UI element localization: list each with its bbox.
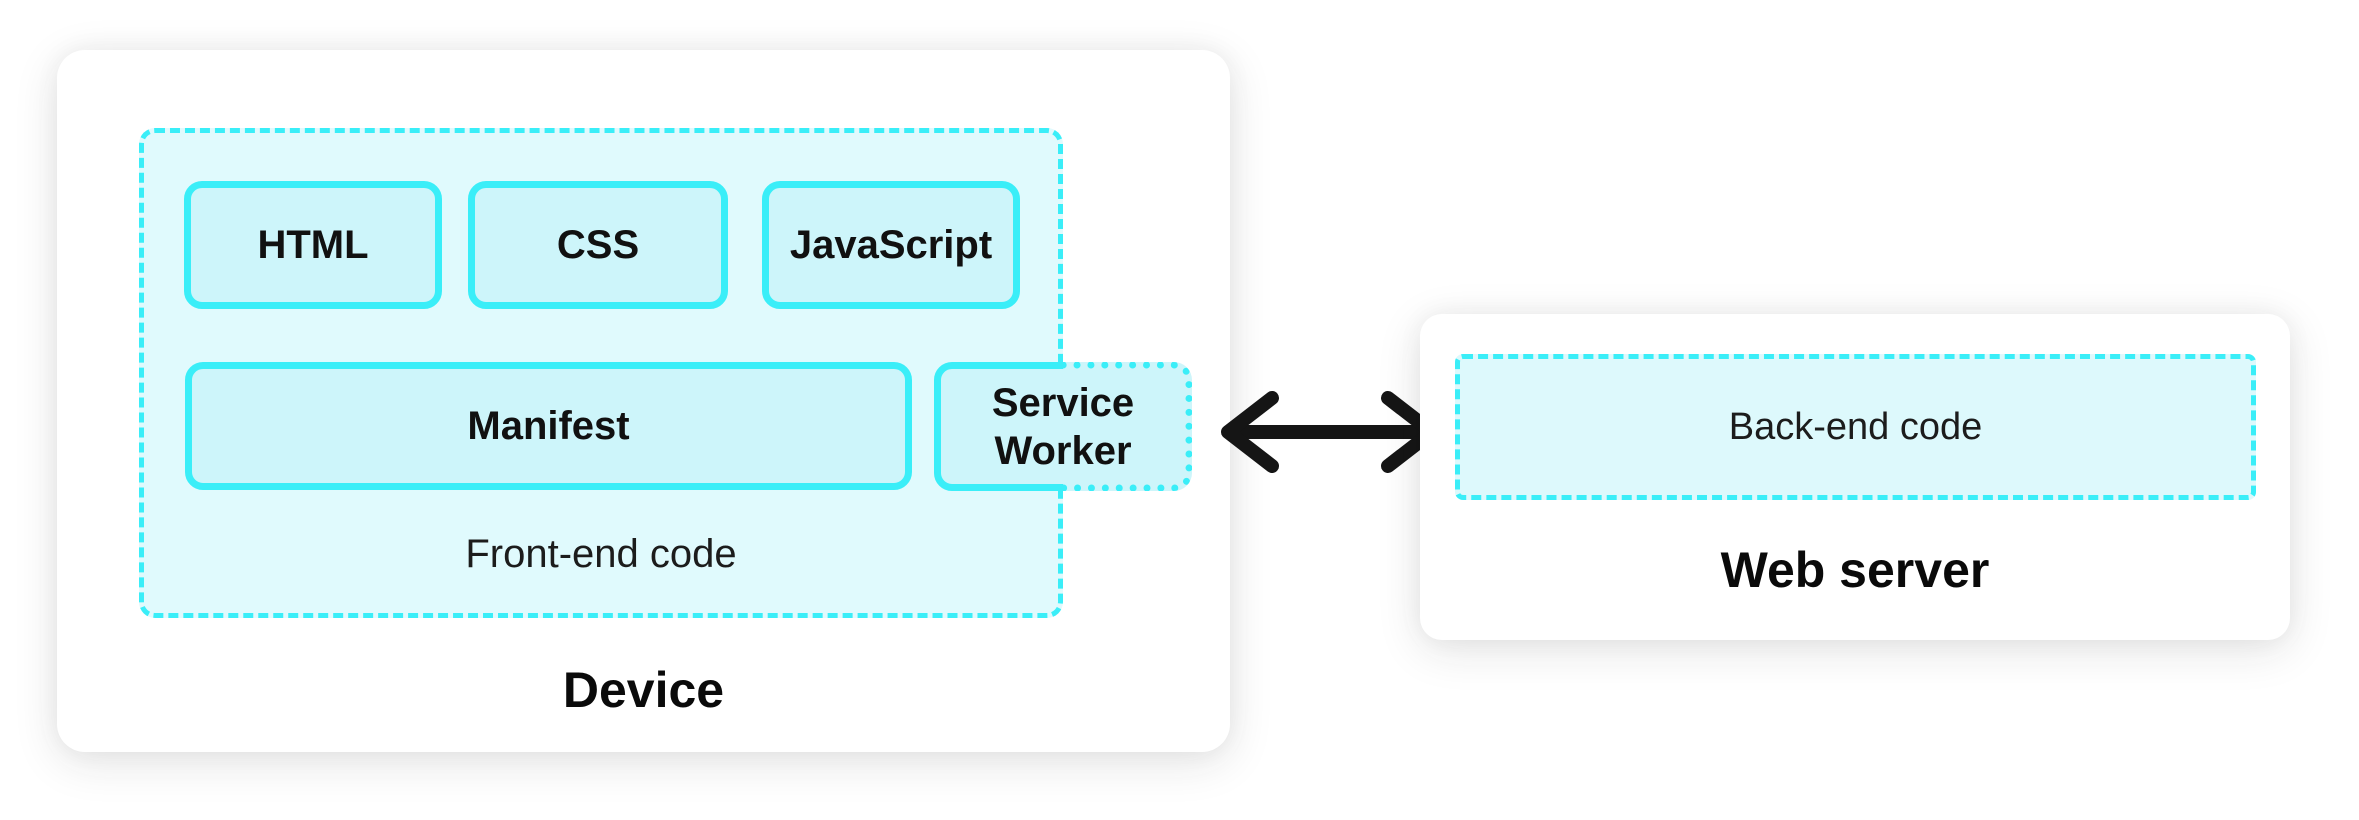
service-worker-box-fill: [934, 362, 1192, 491]
css-box: CSS: [468, 181, 728, 309]
web-server-card: Back-end code Web server: [1420, 314, 2290, 640]
device-label: Device: [562, 662, 725, 718]
service-worker-box: Service Worker: [934, 362, 1192, 491]
javascript-box-label: JavaScript: [789, 222, 993, 267]
manifest-box-label: Manifest: [467, 403, 630, 448]
service-worker-box-label: Service Worker: [991, 380, 1135, 473]
device-card: HTML CSS JavaScript Manifest Service Wor…: [57, 50, 1230, 752]
html-box-label: HTML: [257, 222, 369, 267]
javascript-box: JavaScript: [762, 181, 1020, 309]
frontend-code-label: Front-end code: [465, 532, 737, 576]
double-headed-arrow-icon: [1221, 391, 1439, 473]
css-box-label: CSS: [556, 222, 640, 267]
backend-code-label: Back-end code: [1728, 405, 1983, 448]
web-server-label: Web server: [1720, 542, 1990, 598]
manifest-box: Manifest: [185, 362, 912, 490]
html-box: HTML: [184, 181, 442, 309]
service-worker-border-solid-half: [934, 362, 1063, 491]
backend-code-box: Back-end code: [1455, 354, 2256, 500]
arrow-head-left: [1221, 391, 1279, 473]
service-worker-border-dotted-half: [1063, 362, 1192, 491]
